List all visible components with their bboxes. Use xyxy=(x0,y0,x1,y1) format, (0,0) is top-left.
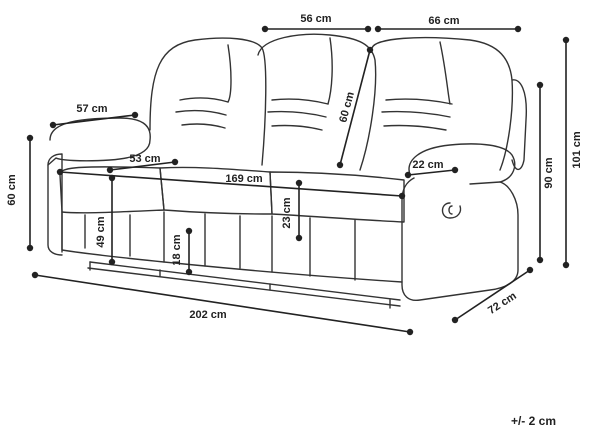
label-101: 101 cm xyxy=(571,131,583,169)
front-panel-lines xyxy=(84,211,356,281)
back-cushion-left xyxy=(149,37,267,166)
tuft-middle xyxy=(267,98,329,131)
label-23: 23 cm xyxy=(281,197,293,228)
sofa-outline xyxy=(47,33,528,309)
dim-169 xyxy=(56,168,406,200)
bottom-rail xyxy=(87,261,401,307)
label-72: 72 cm xyxy=(486,290,519,317)
label-169: 169 cm xyxy=(225,173,263,185)
recline-handle-icon xyxy=(441,202,462,219)
dim-57 xyxy=(49,111,139,129)
label-202: 202 cm xyxy=(189,309,227,321)
right-arm-side xyxy=(401,177,519,302)
label-57: 57 cm xyxy=(76,103,107,115)
tolerance-note: +/- 2 cm xyxy=(510,414,556,428)
left-arm-front xyxy=(47,153,63,253)
tuft-right xyxy=(381,98,453,131)
label-53: 53 cm xyxy=(129,153,160,165)
right-arm-top xyxy=(511,79,528,171)
right-arm xyxy=(408,143,516,185)
label-90: 90 cm xyxy=(543,157,555,188)
dim-53 xyxy=(106,158,179,174)
back-stitch-lines xyxy=(227,37,451,105)
label-22: 22 cm xyxy=(412,159,443,171)
back-cushion-right xyxy=(371,36,514,171)
label-49: 49 cm xyxy=(95,216,107,247)
dim-22 xyxy=(404,166,459,179)
label-60-arm: 60 cm xyxy=(6,174,18,205)
label-60-back: 60 cm xyxy=(337,90,357,123)
dim-202 xyxy=(31,271,414,336)
dim-72 xyxy=(451,266,534,324)
dim-60-back xyxy=(336,46,374,169)
tuft-left xyxy=(175,97,229,129)
dimension-lines xyxy=(26,25,570,336)
label-18: 18 cm xyxy=(171,234,183,265)
label-66: 66 cm xyxy=(428,15,459,27)
label-56: 56 cm xyxy=(300,13,331,25)
